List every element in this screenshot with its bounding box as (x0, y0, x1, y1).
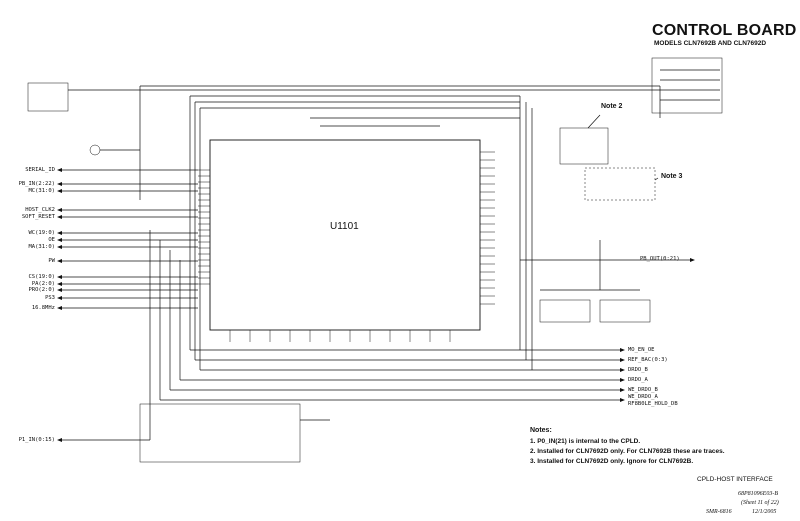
chip-label: U1101 (330, 221, 359, 232)
signal-label: WC(19:0) (28, 230, 56, 236)
note-item: 1. P0_IN(21) is internal to the CPLD. (530, 438, 641, 445)
signal-label: WE_DRDO_A (628, 394, 658, 400)
signal-label: PA(2:0) (31, 281, 55, 287)
signal-label: MC(31:0) (28, 188, 56, 194)
signal-label: SOFT_RESET (21, 214, 55, 220)
signal-label: REF_BAC(0:3) (628, 357, 668, 363)
signal-label: CS(19:0) (28, 274, 56, 280)
signal-label: OE (48, 237, 55, 243)
signal-label: PS3 (45, 295, 55, 301)
notes-heading: Notes: (530, 427, 552, 434)
signal-label: HOST_CLK2 (25, 207, 55, 213)
signal-label: WE_DRDO_B (628, 387, 658, 393)
doc-date: 12/1/2005 (752, 509, 777, 515)
signal-label: DRDO_A (628, 377, 648, 383)
cpld-chip-outline (209, 139, 481, 331)
signal-label: PB_IN(2:22) (18, 181, 55, 187)
signal-label: P1_IN(0:15) (18, 437, 55, 443)
signal-label: RF8B0LE_HOLD_DB (628, 401, 678, 407)
page-title: CONTROL BOARD (652, 22, 797, 39)
signal-label: PW (48, 258, 55, 264)
sheet-number: (Sheet 11 of 22) (741, 500, 779, 506)
doc-number: 68P81096E03-B (738, 491, 778, 497)
page-subtitle: MODELS CLN7692B AND CLN7692D (654, 40, 767, 47)
signal-label: 16.8MHz (31, 305, 55, 311)
notes-section: Notes: 1. P0_IN(21) is internal to the C… (530, 427, 725, 468)
signal-label: MA(31:0) (28, 244, 56, 250)
doc-code: SMR-6816 (706, 509, 732, 515)
signal-label: PRO(2:0) (28, 287, 56, 293)
signal-label: DRDO_B (628, 367, 648, 373)
note-2-tag: Note 2 (601, 103, 623, 110)
note-3-tag: Note 3 (661, 173, 683, 180)
signal-label: SERIAL_ID (25, 167, 55, 173)
interface-label: CPLD-HOST INTERFACE (697, 476, 773, 483)
note-item: 3. Installed for CLN7692D only. Ignore f… (530, 458, 694, 465)
signal-label: MO_EN_OE (628, 347, 655, 353)
signal-label: PB_OUT(0:21) (640, 256, 680, 262)
note-item: 2. Installed for CLN7692D only. For CLN7… (530, 448, 725, 455)
